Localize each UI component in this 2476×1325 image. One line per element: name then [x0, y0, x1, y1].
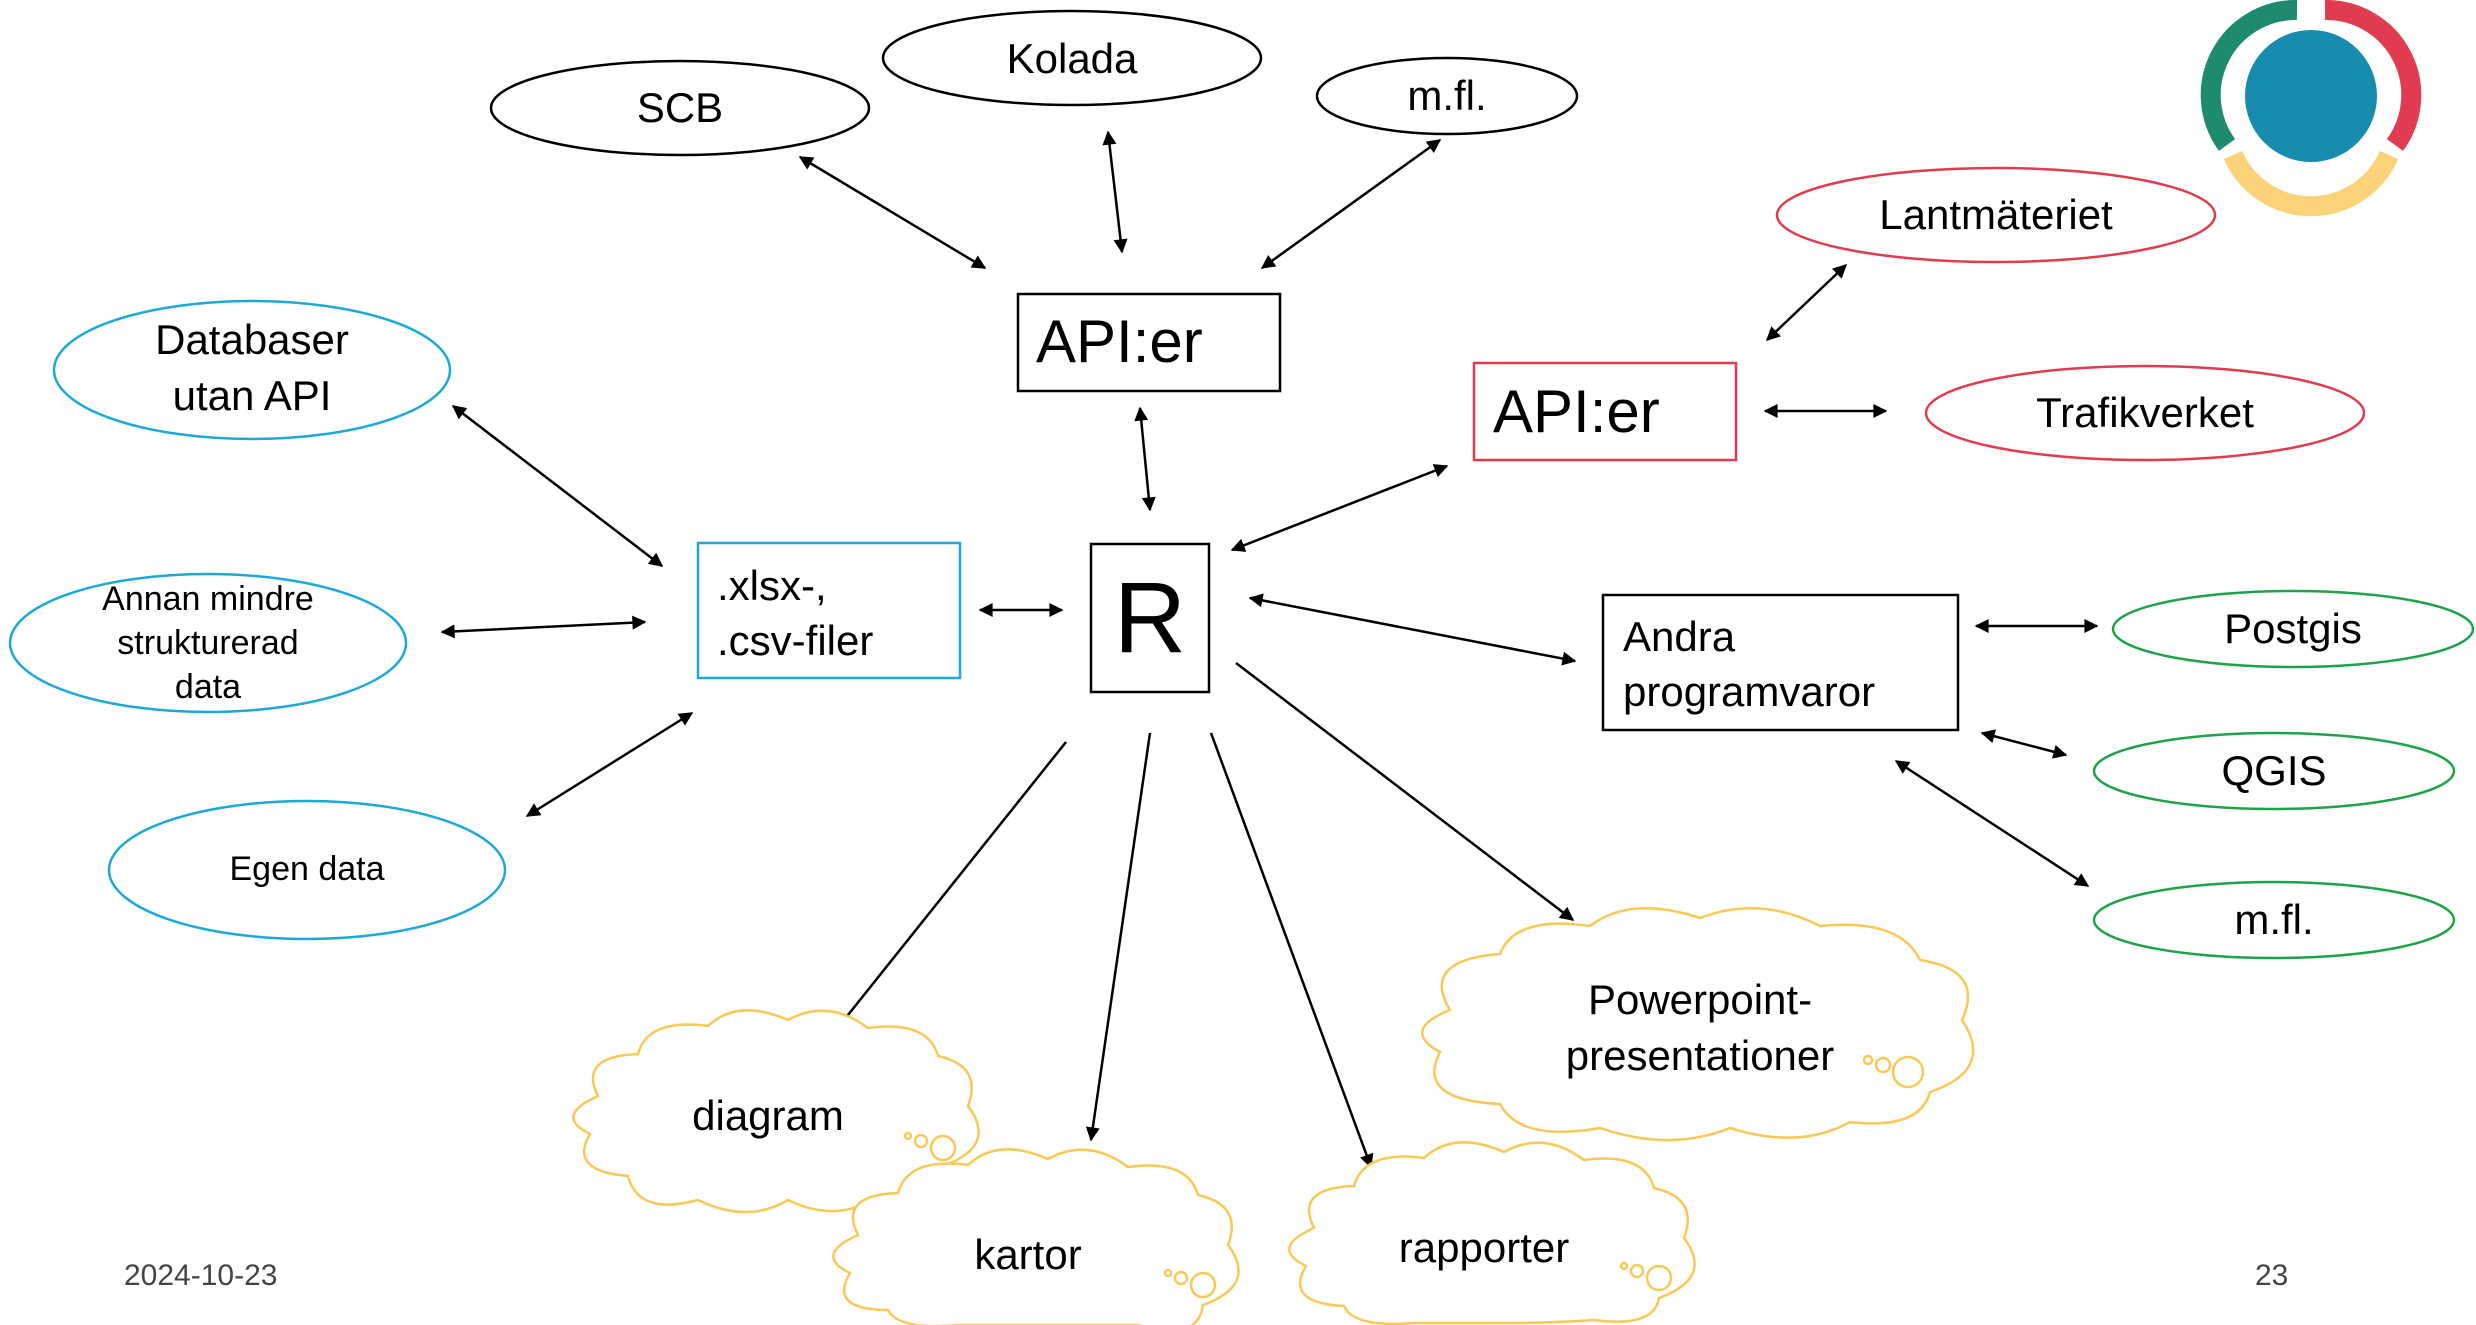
andra-label-line1: Andra — [1623, 613, 1736, 660]
node-files: .xlsx-, .csv-filer — [696, 541, 962, 680]
arrow-andra-mfl — [1894, 759, 2090, 888]
powerpoint-label-line1: Powerpoint- — [1588, 976, 1812, 1023]
arrow-r-rapporter — [1209, 732, 1374, 1169]
mfl-top-label: m.fl. — [1407, 72, 1486, 119]
arrow-apiright-lantmateriet — [1765, 264, 1848, 341]
logo-icon — [2200, 0, 2422, 217]
cloud-powerpoint: Powerpoint- presentationer — [1421, 906, 1975, 1142]
cloud-diagram: diagram — [572, 1009, 980, 1214]
node-r: R — [1089, 542, 1211, 694]
cloud-kartor: kartor — [832, 1148, 1240, 1325]
andra-label-line2: programvaror — [1623, 668, 1875, 715]
node-api-right: API:er — [1472, 361, 1738, 462]
page-number: 23 — [2255, 1259, 2289, 1292]
trafikverket-label: Trafikverket — [2036, 389, 2254, 436]
rapporter-label: rapporter — [1399, 1224, 1569, 1271]
scb-label: SCB — [637, 84, 723, 131]
arrow-r-kartor — [1085, 732, 1152, 1142]
node-postgis: Postgis — [2111, 589, 2475, 669]
arrow-databaser-files — [451, 405, 664, 567]
node-scb: SCB — [489, 59, 871, 157]
lantmateriet-label: Lantmäteriet — [1879, 191, 2113, 238]
egen-label: Egen data — [229, 850, 384, 888]
mfl-right-label: m.fl. — [2234, 896, 2313, 943]
diagram-label: diagram — [692, 1092, 844, 1139]
databaser-label-line2: utan API — [173, 372, 332, 419]
node-kolada: Kolada — [881, 9, 1263, 107]
node-egen: Egen data — [107, 799, 507, 941]
footer-date: 2024-10-23 — [124, 1259, 278, 1292]
arrow-scb-api — [798, 155, 987, 270]
arrow-andra-qgis — [1980, 729, 2068, 759]
arrow-kolada-api — [1102, 130, 1128, 254]
annan-label-line1: Annan mindre — [102, 580, 314, 618]
arrow-r-powerpoint — [1235, 662, 1575, 921]
node-lantmateriet: Lantmäteriet — [1775, 166, 2217, 264]
node-mfl-top: m.fl. — [1315, 56, 1579, 136]
files-label-line2: .csv-filer — [717, 617, 873, 664]
arrow-r-diagram — [835, 741, 1067, 1032]
node-databaser: Databaser utan API — [52, 299, 452, 441]
node-trafikverket: Trafikverket — [1924, 364, 2366, 462]
cloud-rapporter: rapporter — [1288, 1141, 1696, 1325]
arrow-annan-files — [440, 615, 647, 639]
node-api-center: API:er — [1016, 292, 1282, 393]
node-annan: Annan mindre strukturerad data — [8, 572, 408, 714]
arrow-r-andra — [1248, 593, 1577, 666]
powerpoint-label-line2: presentationer — [1566, 1032, 1835, 1079]
arrow-api-r — [1134, 406, 1156, 512]
annan-label-line3: data — [175, 668, 241, 706]
postgis-label: Postgis — [2224, 605, 2362, 652]
kolada-label: Kolada — [1007, 35, 1138, 82]
node-mfl-right: m.fl. — [2092, 880, 2456, 960]
api-right-label: API:er — [1493, 378, 1660, 445]
databaser-label-line1: Databaser — [155, 316, 349, 363]
arrow-egen-files — [525, 711, 694, 818]
files-label-line1: .xlsx-, — [717, 562, 827, 609]
arrow-mfl-api — [1260, 138, 1442, 270]
annan-label-line2: strukturerad — [117, 624, 298, 662]
connectors — [440, 130, 2099, 1169]
node-qgis: QGIS — [2092, 731, 2456, 811]
api-center-label: API:er — [1036, 308, 1203, 375]
r-label: R — [1114, 562, 1186, 674]
qgis-label: QGIS — [2221, 747, 2326, 794]
arrow-r-apiright — [1230, 464, 1449, 552]
node-andra: Andra programvaror — [1601, 593, 1960, 732]
kartor-label: kartor — [974, 1231, 1081, 1278]
